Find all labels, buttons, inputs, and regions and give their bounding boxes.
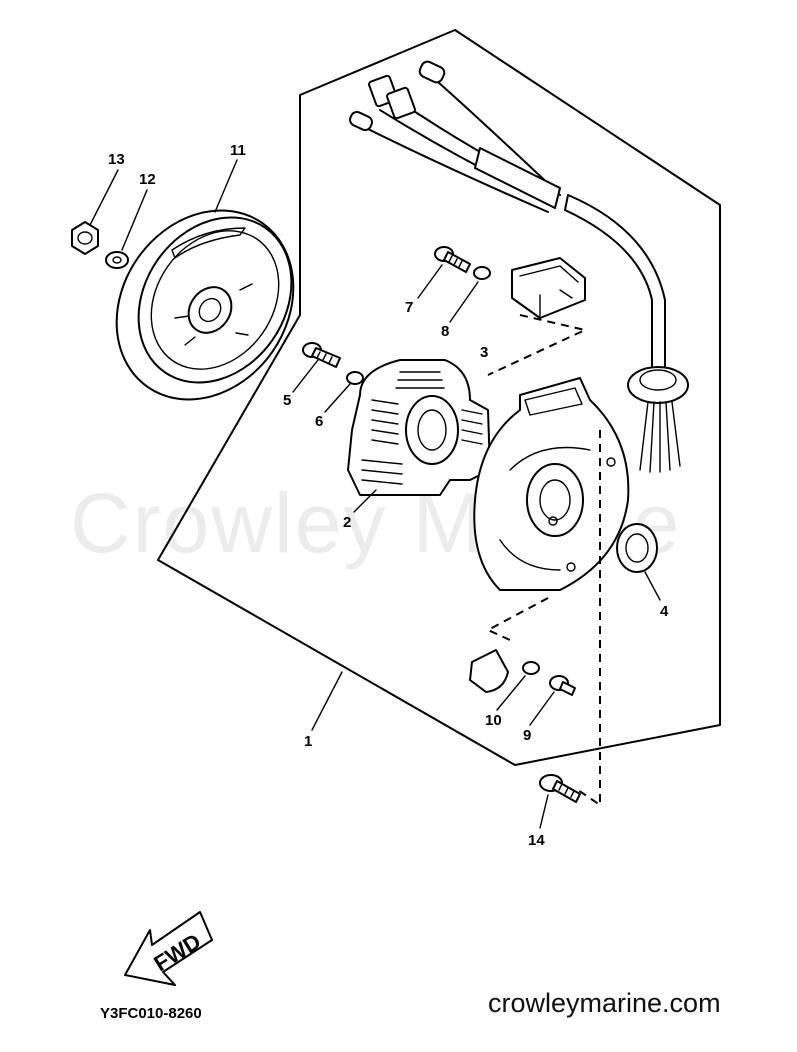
callout-7: 7 <box>405 299 413 316</box>
callout-14: 14 <box>528 832 545 849</box>
stator-coil <box>347 359 491 496</box>
wire-harness <box>349 60 689 473</box>
callout-5: 5 <box>283 392 291 409</box>
assembly-outline <box>157 29 721 766</box>
callout-13: 13 <box>108 151 125 168</box>
dashed-line-3 <box>487 314 589 376</box>
callout-12: 12 <box>139 171 156 188</box>
stator-washer <box>346 371 364 385</box>
clamp-screw <box>549 675 576 696</box>
callout-2: 2 <box>343 514 351 531</box>
pulser-screw <box>434 246 471 273</box>
callout-4: 4 <box>660 603 669 620</box>
website-label: crowleymarine.com <box>488 988 721 1018</box>
pulser-bracket <box>511 257 586 319</box>
wire-clamp <box>469 649 509 693</box>
oil-seal <box>616 523 658 573</box>
flywheel-nut <box>71 221 99 255</box>
stator-screw <box>302 342 341 368</box>
callout-11: 11 <box>230 142 246 159</box>
pulser-washer <box>473 266 491 280</box>
dashed-line-14 <box>577 430 601 807</box>
callout-3: 3 <box>480 344 488 361</box>
leader-lines <box>89 159 661 829</box>
callout-6: 6 <box>315 413 323 430</box>
callout-8: 8 <box>441 323 449 340</box>
callout-1: 1 <box>304 733 312 750</box>
clamp-washer <box>522 661 540 675</box>
callout-10: 10 <box>485 712 502 729</box>
base-plate <box>473 377 630 591</box>
dashed-line-clamp <box>485 597 549 641</box>
diagram-code: Y3FC010-8260 <box>100 1005 202 1022</box>
flywheel-rotor <box>115 209 295 401</box>
plate-screw <box>539 774 581 803</box>
flywheel-washer <box>105 251 129 269</box>
callout-9: 9 <box>523 727 531 744</box>
fwd-arrow: FWD <box>124 911 213 986</box>
